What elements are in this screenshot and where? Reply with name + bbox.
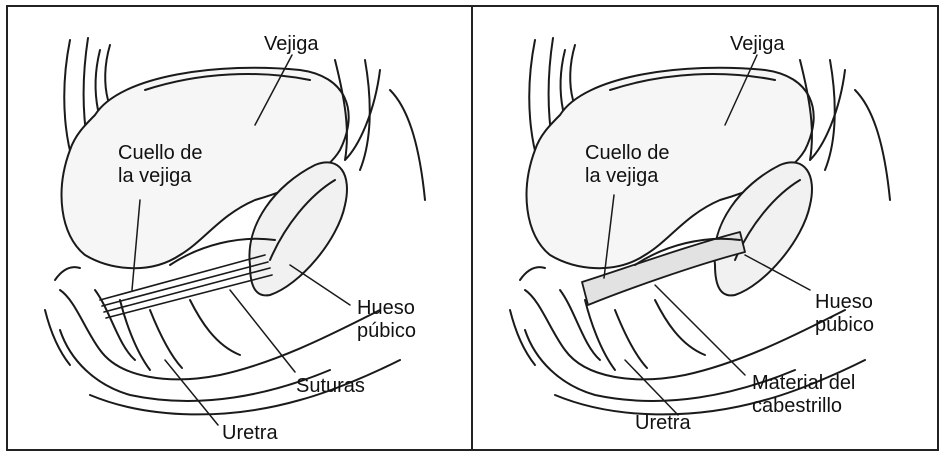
left-label-urethra: Uretra bbox=[222, 422, 278, 445]
right-leader-urethra bbox=[625, 360, 678, 415]
left-leader-sutures bbox=[230, 290, 295, 372]
left-label-sutures: Suturas bbox=[296, 375, 365, 398]
right-label-sling-material: Material del cabestrillo bbox=[752, 372, 855, 418]
right-label-bladder-neck: Cuello de la vejiga bbox=[585, 142, 670, 188]
left-label-pubic-bone: Hueso púbico bbox=[357, 297, 416, 343]
left-label-bladder: Vejiga bbox=[264, 33, 319, 56]
left-label-bladder-neck: Cuello de la vejiga bbox=[118, 142, 203, 188]
right-label-bladder: Vejiga bbox=[730, 33, 785, 56]
left-leader-bone bbox=[290, 265, 350, 305]
right-label-urethra: Uretra bbox=[635, 412, 691, 435]
left-anatomy bbox=[45, 38, 425, 425]
right-label-pubic-bone: Hueso púbico bbox=[815, 291, 874, 337]
right-anatomy bbox=[510, 38, 890, 415]
right-leader-sling bbox=[655, 285, 745, 375]
